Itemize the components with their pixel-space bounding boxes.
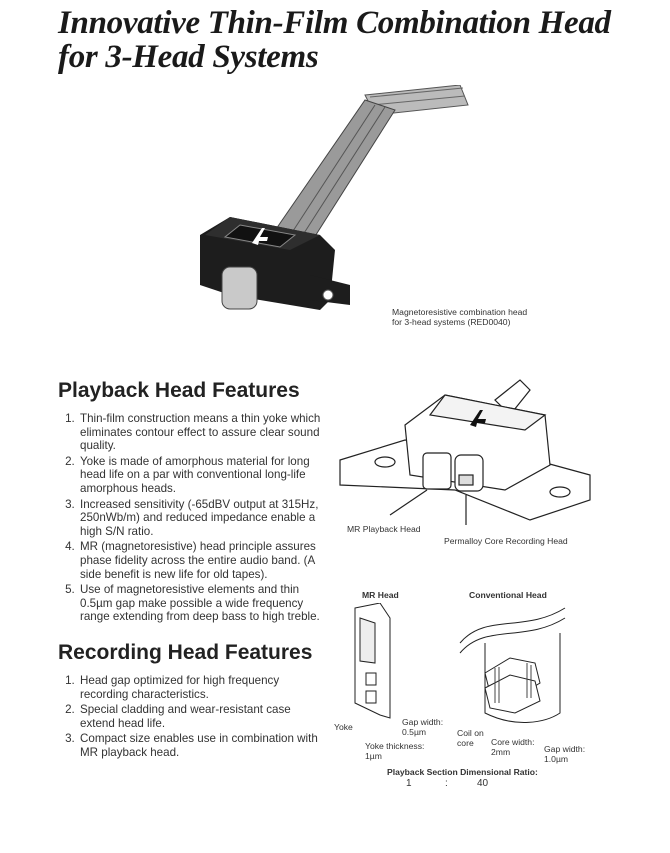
yoke-thickness-line-1: Yoke thickness: xyxy=(365,741,425,751)
list-item: Thin-film construction means a thin yoke… xyxy=(78,412,328,453)
list-item: Use of magnetoresistive elements and thi… xyxy=(78,583,328,624)
yoke-thickness-value: 1µm xyxy=(365,751,382,761)
mr-head-title: MR Head xyxy=(362,590,399,600)
mr-playback-head-label: MR Playback Head xyxy=(347,524,421,534)
ratio-left: 1 xyxy=(406,778,412,789)
recording-features-list: Head gap optimized for high frequency re… xyxy=(58,674,328,760)
core-width-label: Core width:2mm xyxy=(491,737,534,757)
photo-caption-line-2: for 3-head systems (RED0040) xyxy=(392,317,511,327)
list-item: Head gap optimized for high frequency re… xyxy=(78,674,328,701)
permalloy-recording-head-label: Permalloy Core Recording Head xyxy=(444,536,568,546)
title-line-1: Innovative Thin-Film Combination Head xyxy=(58,5,611,41)
list-item: Compact size enables use in combination … xyxy=(78,732,328,759)
ratio-right: 40 xyxy=(477,778,489,789)
conv-gap-width-label: Gap width:1.0µm xyxy=(544,744,585,764)
mr-head-drawing xyxy=(354,603,391,719)
conv-gap-width-value: 1.0µm xyxy=(544,754,569,764)
core-width-line-1: Core width: xyxy=(491,737,535,747)
playback-heading: Playback Head Features xyxy=(58,379,300,402)
head-photo xyxy=(200,85,469,310)
conv-gap-width-line-1: Gap width: xyxy=(544,744,586,754)
title-line-2: for 3-Head Systems xyxy=(58,39,319,75)
ratio-separator: : xyxy=(445,778,448,789)
yoke-thickness-label: Yoke thickness:1µm xyxy=(365,741,424,761)
head-line-drawing xyxy=(339,379,591,525)
photo-caption-line-1: Magnetoresistive combination head xyxy=(392,307,528,317)
features-column: Playback Head Features Thin-film constru… xyxy=(58,378,328,761)
coil-line-1: Coil on xyxy=(457,728,484,738)
core-width-value: 2mm xyxy=(491,747,511,757)
mr-gap-width-line-1: Gap width: xyxy=(402,717,444,727)
list-item: Increased sensitivity (-65dBV output at … xyxy=(78,498,328,539)
list-item: Yoke is made of amorphous material for l… xyxy=(78,455,328,496)
playback-features-list: Thin-film construction means a thin yoke… xyxy=(58,412,328,624)
mr-gap-width-value: 0.5µm xyxy=(402,727,427,737)
recording-heading: Recording Head Features xyxy=(58,640,313,664)
conventional-head-drawing xyxy=(459,607,566,723)
coil-line-2: core xyxy=(457,738,474,748)
ratio-title: Playback Section Dimensional Ratio: xyxy=(387,767,538,777)
yoke-label: Yoke xyxy=(334,722,353,732)
list-item: Special cladding and wear-resistant case… xyxy=(78,703,328,730)
list-item: MR (magnetoresistive) head principle ass… xyxy=(78,540,328,581)
mr-gap-width-label: Gap width:0.5µm xyxy=(402,717,443,737)
conventional-head-title: Conventional Head xyxy=(469,590,547,600)
